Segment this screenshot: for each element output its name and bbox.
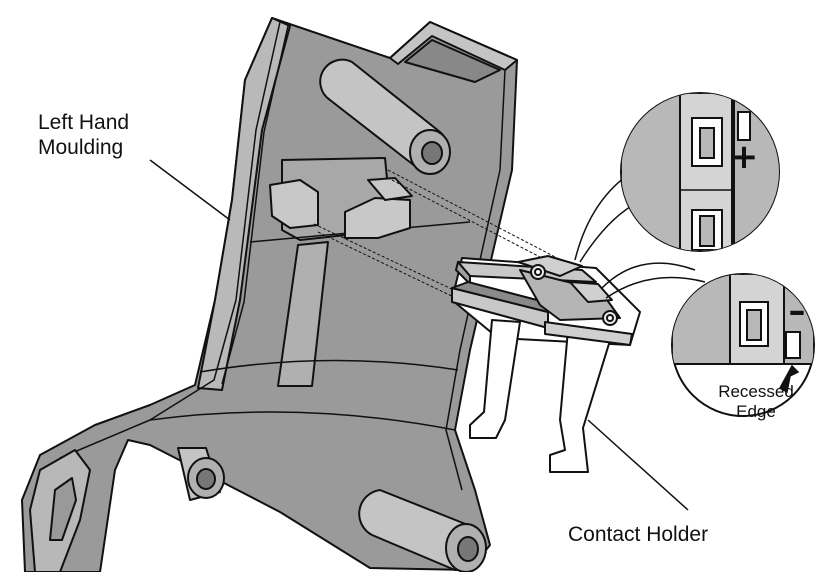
- moulding-right-rim: [445, 69, 506, 491]
- moulding-lower-seam-1: [199, 359, 459, 373]
- moulding-hook-inner: [49, 477, 77, 541]
- moulding-boss-lower-hole: [196, 468, 216, 490]
- moulding-rim-groove-2: [221, 25, 289, 385]
- recessed-edge-label-line2: Edge: [736, 402, 776, 421]
- contact-spring-right: [549, 329, 613, 473]
- moulding-clip-left: [269, 179, 319, 229]
- detail-positive: +: [620, 92, 780, 252]
- alignment-line-lower-2: [317, 231, 461, 301]
- contact-holder: [451, 255, 641, 473]
- moulding-top-notch: [404, 39, 501, 83]
- moulding-leader: [149, 159, 231, 221]
- moulding-label-line1: Left Hand: [38, 111, 130, 134]
- contact-rivet-2-hole: [606, 314, 614, 322]
- contact-top-block: [517, 255, 583, 277]
- minus-symbol: –: [789, 291, 806, 331]
- callout-bottom-connector-2: [605, 276, 706, 299]
- contact-spring-left: [469, 319, 521, 439]
- alignment-line-upper-2: [391, 179, 589, 283]
- moulding-clip-ridge: [367, 177, 413, 201]
- detail-positive-lower-slot-inner: [699, 215, 715, 247]
- alignment-lines: [313, 169, 589, 301]
- detail-positive-slot-inner: [699, 127, 715, 159]
- alignment-line-upper-1: [387, 169, 585, 273]
- leader-lines: [149, 159, 689, 511]
- moulding-clip-right: [344, 197, 411, 239]
- callout-top-connector-2: [579, 204, 634, 263]
- detail-negative-slot-inner: [746, 309, 762, 341]
- alignment-line-lower-1: [313, 223, 459, 293]
- recessed-edge-label-line1: Recessed: [718, 382, 794, 401]
- contact-bottom-flange: [544, 321, 633, 346]
- callout-connectors: [574, 171, 706, 299]
- plus-symbol: +: [730, 137, 759, 177]
- contact-holder-label: Contact Holder: [568, 523, 709, 546]
- detail-positive-tab: [737, 111, 751, 141]
- detail-negative-recess: [785, 331, 801, 359]
- contact-rivet-1-hole: [534, 268, 542, 276]
- contact-rear-tab: [569, 281, 613, 303]
- moulding-boss-bottom-hole: [457, 536, 479, 562]
- moulding-label-line2: Moulding: [38, 136, 124, 159]
- moulding-body: [21, 17, 518, 573]
- moulding-lower-seam-2: [149, 411, 456, 431]
- moulding-rib: [277, 241, 329, 387]
- moulding-boss-upper-hole: [421, 141, 443, 165]
- recessed-edge-arrow: [778, 364, 800, 394]
- contact-holder-leader: [587, 419, 689, 511]
- left-hand-moulding: [21, 17, 518, 573]
- callout-bottom-connector-1: [601, 262, 696, 289]
